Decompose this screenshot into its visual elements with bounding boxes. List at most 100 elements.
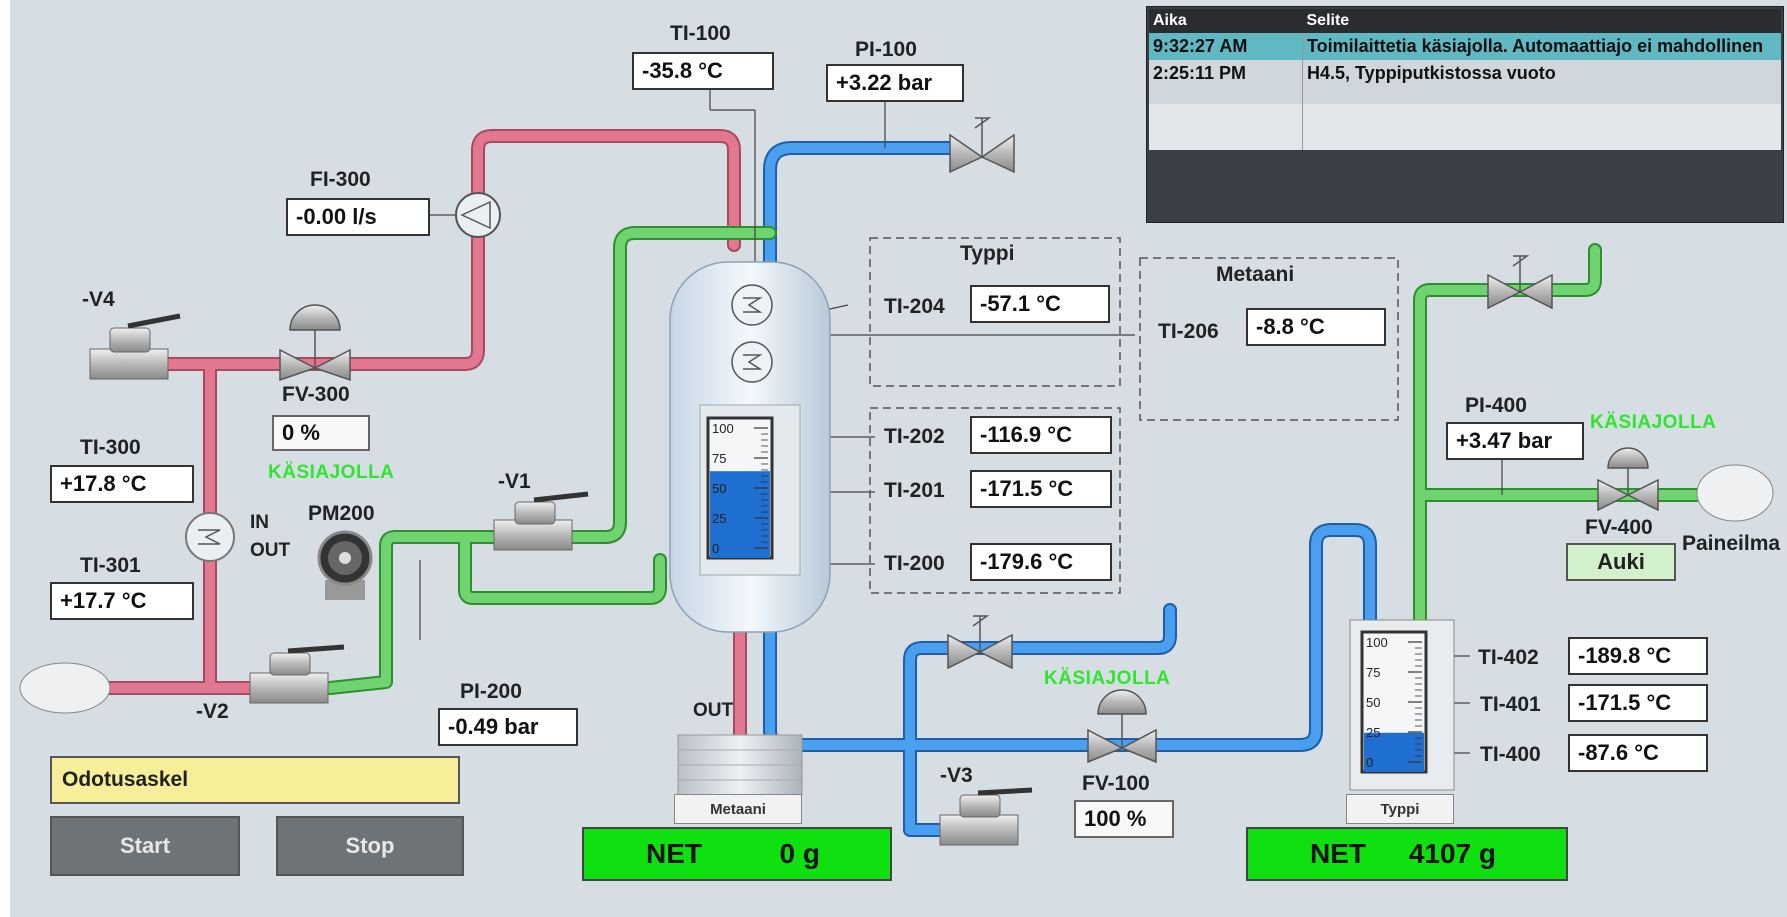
hx-in-label: IN [250, 512, 269, 533]
stop-button[interactable]: Stop [276, 816, 464, 876]
alarm-time: 2:25:11 PM [1149, 60, 1303, 104]
valve-v2-label: -V2 [196, 700, 229, 723]
paineilma-ellipse [1696, 464, 1774, 522]
valve-v3-label: -V3 [940, 764, 973, 787]
gauge-level-fill [710, 471, 770, 558]
valve-v2-icon [249, 644, 345, 704]
valve-pi100-icon [949, 117, 1015, 174]
pi400-value[interactable]: +3.47 bar [1446, 422, 1584, 460]
ti100-tag: TI-100 [670, 22, 731, 45]
typpi-group-label: Typpi [960, 242, 1015, 265]
alarm-row[interactable]: 2:25:11 PM H4.5, Typpiputkistossa vuoto [1149, 60, 1781, 104]
pump-icon [317, 530, 373, 600]
alarm-row-empty [1149, 104, 1781, 150]
metaani-net-display: NET 0 g [582, 827, 892, 881]
metaani-net-value: 0 g [779, 838, 820, 869]
fv100-tag: FV-100 [1082, 772, 1150, 795]
typpi-net-display: NET 4107 g [1246, 827, 1568, 881]
ti204-tag: TI-204 [884, 295, 945, 318]
metaani-drum [677, 734, 803, 796]
alarm-time: 9:32:27 AM [1149, 33, 1303, 60]
fv300-value[interactable]: 0 % [272, 415, 370, 451]
ti204-value[interactable]: -57.1 °C [970, 285, 1110, 323]
heat-exchanger-icon [185, 512, 235, 562]
valve-fv300-icon [279, 304, 351, 382]
step-status: Odotusaskel [50, 756, 460, 804]
pi200-tag: PI-200 [460, 680, 522, 703]
gauge-tick-label: 0 [1366, 755, 1373, 770]
valve-fv100-icon [1087, 689, 1157, 764]
pump-tag: PM200 [308, 502, 375, 525]
gauge-tick-label: 100 [712, 421, 734, 436]
ti202-tag: TI-202 [884, 425, 945, 448]
ti201-value[interactable]: -171.5 °C [970, 470, 1112, 508]
valve-v1-label: -V1 [498, 470, 531, 493]
typpi-level-gauge: 100 75 50 25 0 [1360, 630, 1428, 774]
valve-v4-label: -V4 [82, 288, 115, 311]
typpi-scale-name: Typpi [1346, 794, 1454, 824]
alarm-list[interactable]: Aika Selite 9:32:27 AM Toimilaittetia kä… [1146, 6, 1784, 223]
valve-green-top-icon [1487, 255, 1553, 310]
ti100-value[interactable]: -35.8 °C [632, 52, 774, 90]
ti301-tag: TI-301 [80, 554, 141, 577]
hmi-screen: 100 75 50 25 0 100 75 50 25 0 TI-100 -35.8 °C PI… [10, 0, 1787, 917]
valve-top-cold-icon [947, 615, 1013, 670]
process-diagram: 100 75 50 25 0 100 75 50 25 0 [19, 90, 1774, 846]
ti402-tag: TI-402 [1478, 646, 1539, 669]
fv400-mode: KÄSIAJOLLA [1590, 412, 1717, 433]
flow-meter-icon [455, 192, 501, 238]
fv400-tag: FV-400 [1585, 516, 1653, 539]
ti301-value[interactable]: +17.7 °C [50, 582, 194, 620]
ball-valves [89, 313, 1033, 846]
alarm-row[interactable]: 9:32:27 AM Toimilaittetia käsiajolla. Au… [1149, 33, 1781, 60]
fv100-mode: KÄSIAJOLLA [1044, 668, 1171, 689]
alarm-text: H4.5, Typpiputkistossa vuoto [1302, 60, 1781, 104]
fv400-state[interactable]: Auki [1566, 543, 1676, 581]
alarm-col-text: Selite [1302, 9, 1781, 33]
fv100-value[interactable]: 100 % [1074, 800, 1174, 838]
gauge-tick-label: 50 [1366, 695, 1380, 710]
gauge-level-fill [1364, 732, 1424, 772]
metaani-scale-name: Metaani [674, 794, 802, 824]
hot-pipes [83, 129, 747, 742]
ti401-tag: TI-401 [1480, 693, 1541, 716]
valve-fv400-icon [1597, 447, 1659, 512]
control-valves [279, 117, 1659, 764]
ti401-value[interactable]: -171.5 °C [1568, 684, 1708, 722]
fi300-tag: FI-300 [310, 168, 371, 191]
ti200-value[interactable]: -179.6 °C [970, 543, 1112, 581]
valve-v1-icon [493, 491, 589, 551]
gauge-tick-label: 25 [1366, 725, 1380, 740]
ti206-tag: TI-206 [1158, 320, 1219, 343]
reactor-coil-icon [731, 284, 773, 383]
start-button[interactable]: Start [50, 816, 240, 876]
gauge-tick-label: 75 [712, 451, 726, 466]
ti206-value[interactable]: -8.8 °C [1246, 308, 1386, 346]
ti202-value[interactable]: -116.9 °C [970, 416, 1112, 454]
ti200-tag: TI-200 [884, 552, 945, 575]
pi200-value[interactable]: -0.49 bar [438, 708, 578, 746]
valve-v3-icon [939, 787, 1033, 846]
ti300-value[interactable]: +17.8 °C [50, 465, 194, 503]
gauge-tick-label: 50 [712, 481, 726, 496]
pi400-tag: PI-400 [1465, 394, 1527, 417]
ti400-value[interactable]: -87.6 °C [1568, 734, 1708, 772]
ti400-tag: TI-400 [1480, 743, 1541, 766]
gauge-tick-label: 75 [1366, 665, 1380, 680]
hx-out-label: OUT [250, 540, 291, 561]
gauge-tick-label: 0 [712, 541, 719, 556]
metaani-group-label: Metaani [1216, 263, 1295, 286]
reactor-out-label: OUT [693, 700, 734, 721]
gauge-tick-label: 100 [1366, 635, 1388, 650]
fv300-tag: FV-300 [282, 383, 350, 406]
typpi-net-value: 4107 g [1408, 838, 1496, 869]
typpi-net-label: NET [1310, 838, 1366, 869]
fi300-value[interactable]: -0.00 l/s [286, 198, 430, 236]
metaani-net-label: NET [646, 838, 702, 869]
ti300-tag: TI-300 [80, 436, 141, 459]
valve-v4-icon [89, 313, 181, 380]
ti402-value[interactable]: -189.8 °C [1568, 637, 1708, 675]
dashed-groups [869, 237, 1399, 594]
pi100-value[interactable]: +3.22 bar [826, 64, 964, 102]
